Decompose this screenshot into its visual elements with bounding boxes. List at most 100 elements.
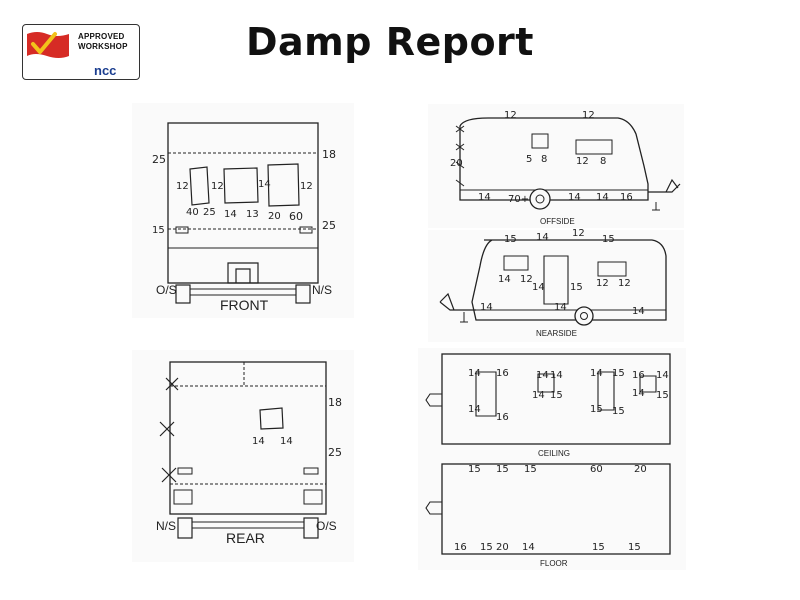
reading: 20 [450, 158, 463, 169]
reading: 14 [532, 390, 545, 401]
offside-jockey [652, 202, 660, 211]
reading: 15 [496, 464, 509, 475]
nearside-window-1 [503, 255, 529, 271]
rear-window [259, 407, 284, 430]
ceiling-view-panel: 14 16 14 16 14 14 14 15 14 15 15 15 16 1… [418, 348, 686, 460]
front-wheel-right [295, 284, 311, 304]
ceiling-rooflight-2 [537, 373, 555, 393]
front-axle [189, 288, 297, 296]
ceiling-caption: CEILING [538, 449, 570, 458]
ceiling-outline [441, 353, 671, 445]
reading: 12 [504, 110, 517, 121]
reading: 8 [541, 154, 547, 165]
reading: 14 [522, 542, 535, 553]
offside-view-diagram: 12 12 20 5 8 12 8 14 70+ 14 14 16 OFFSID… [450, 110, 681, 226]
reading: 15 [468, 464, 481, 475]
reading: 16 [496, 412, 509, 423]
reading: 12 [572, 228, 585, 239]
reading: 14 [632, 306, 645, 317]
ceiling-view-diagram: 14 16 14 16 14 14 14 15 14 15 15 15 16 1… [425, 353, 671, 458]
reading: 70+ [508, 194, 529, 205]
floor-outline [441, 463, 671, 555]
reading: 14 [550, 370, 563, 381]
ceiling-rooflight-3 [597, 371, 615, 411]
rear-x-mark [159, 421, 175, 437]
offside-body-outline [459, 117, 649, 201]
front-window-3 [267, 163, 300, 207]
nearside-drawbar [439, 292, 476, 311]
floor-hitch [425, 501, 442, 515]
front-hitch [227, 262, 259, 284]
reading: 14 [590, 368, 603, 379]
reading: 12 [582, 110, 595, 121]
offside-view-panel: 12 12 20 5 8 12 8 14 70+ 14 14 16 OFFSID… [428, 104, 684, 228]
reading: 14 [478, 192, 491, 203]
front-light-right [299, 226, 313, 234]
reading: 14 [536, 232, 549, 243]
reading: 5 [526, 154, 532, 165]
nearside-body-outline [471, 239, 667, 321]
reading: 15 [550, 390, 563, 401]
reading: 15 [504, 234, 517, 245]
reading: 15 [656, 390, 669, 401]
reading: 15 [152, 225, 165, 236]
nearside-view-diagram: 15 14 12 15 14 12 14 15 12 12 14 14 14 N… [439, 228, 667, 338]
reading: 12 [176, 181, 189, 192]
offside-window-1 [531, 133, 549, 149]
reading: 14 [258, 179, 271, 190]
front-window-2 [223, 167, 259, 204]
reading: 20 [496, 542, 509, 553]
rear-view-panel: 18 25 14 14 N/S O/S REAR [132, 350, 354, 562]
offside-hub [535, 194, 545, 204]
reading: 15 [612, 406, 625, 417]
front-offside-label: O/S [156, 283, 177, 297]
reading: 13 [246, 209, 259, 220]
rear-offside-label: O/S [316, 519, 337, 533]
reading: 14 [468, 368, 481, 379]
reading: 12 [618, 278, 631, 289]
ceiling-rooflight-1 [475, 371, 497, 417]
reading: 15 [592, 542, 605, 553]
reading: 16 [454, 542, 467, 553]
reading: 14 [596, 192, 609, 203]
reading: 14 [532, 282, 545, 293]
rear-x-mark [165, 377, 179, 391]
rear-body-outline [169, 361, 327, 515]
ncc-brand: ncc [94, 63, 117, 78]
reading: 25 [152, 153, 166, 166]
nearside-window-2 [597, 261, 627, 277]
reading: 12 [211, 181, 224, 192]
offside-drawbar [648, 178, 681, 193]
logo-line-1: APPROVED [78, 32, 125, 41]
front-caption: FRONT [220, 297, 269, 313]
reading: 15 [612, 368, 625, 379]
reading: 25 [322, 219, 336, 232]
rear-bumper-left [173, 489, 193, 505]
reading: 12 [520, 274, 533, 285]
reading: 14 [656, 370, 669, 381]
reading: 15 [524, 464, 537, 475]
reading: 12 [576, 156, 589, 167]
rear-nearside-label: N/S [156, 519, 176, 533]
reading: 14 [252, 436, 265, 447]
front-light-left [175, 226, 189, 234]
reading: 60 [590, 464, 603, 475]
reading: 40 [186, 207, 199, 218]
reading: 14 [498, 274, 511, 285]
reading: 15 [570, 282, 583, 293]
reading: 25 [328, 446, 342, 459]
ceiling-rooflight-4 [639, 375, 657, 393]
reading: 14 [568, 192, 581, 203]
logo-text: APPROVED WORKSHOP [78, 32, 128, 52]
offside-window-2 [575, 139, 613, 155]
nearside-view-panel: 15 14 12 15 14 12 14 15 12 12 14 14 14 N… [428, 228, 684, 342]
reading: 14 [536, 370, 549, 381]
front-view-panel: 25 18 12 12 14 12 40 25 14 13 20 60 15 2… [132, 103, 354, 318]
reading: 18 [322, 148, 336, 161]
reading: 15 [590, 404, 603, 415]
front-wheel-left [175, 284, 191, 304]
reading: 16 [632, 370, 645, 381]
approved-flag-icon [27, 32, 69, 58]
reading: 14 [468, 404, 481, 415]
nearside-jockey [460, 312, 468, 323]
